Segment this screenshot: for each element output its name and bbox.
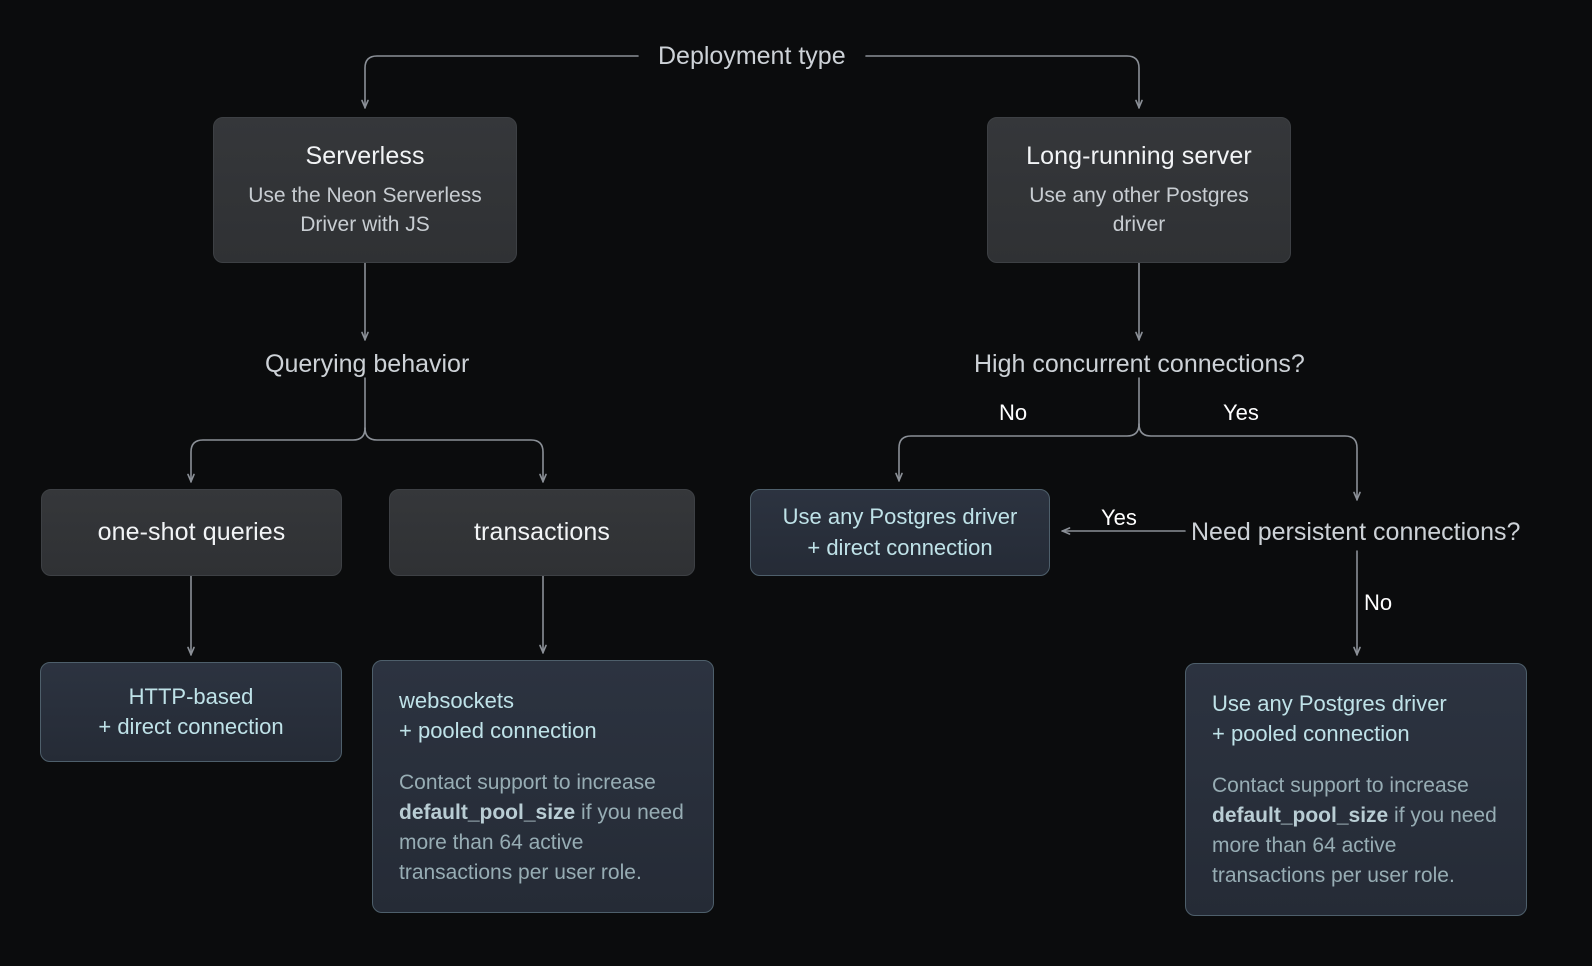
- node-pg-pooled-line2: + pooled connection: [1212, 720, 1410, 746]
- node-transactions-title: transactions: [474, 517, 610, 546]
- edge-querying-to-oneshot: [187, 427, 366, 483]
- label-high-concurrent-connections: High concurrent connections?: [974, 350, 1305, 378]
- node-websockets-note-pre: Contact support to increase: [399, 771, 656, 795]
- node-websockets-line1: websockets: [399, 687, 514, 713]
- node-pg-driver-pooled[interactable]: Use any Postgres driver + pooled connect…: [1185, 663, 1527, 916]
- node-websockets-line2: + pooled connection: [399, 717, 597, 743]
- edge-label-high-concurrent-no: No: [999, 400, 1028, 425]
- node-serverless-body: Serverless Use the Neon Serverless Drive…: [214, 141, 516, 239]
- node-http-direct[interactable]: HTTP-based + direct connection: [40, 662, 342, 762]
- node-http-direct-body: HTTP-based + direct connection: [41, 682, 341, 743]
- node-transactions[interactable]: transactions: [389, 489, 695, 576]
- node-pg-pooled-note-post: if you need more than 64 active transact…: [1212, 804, 1497, 887]
- node-websockets-body: websockets + pooled connection Contact s…: [373, 686, 713, 888]
- node-long-running-title: Long-running server: [1026, 142, 1252, 171]
- label-deployment-type: Deployment type: [658, 42, 846, 70]
- node-pg-pooled-note-pre: Contact support to increase: [1212, 774, 1469, 798]
- node-long-running-body: Long-running server Use any other Postgr…: [988, 141, 1290, 239]
- node-serverless-title: Serverless: [305, 142, 425, 171]
- node-pg-direct-line1: Use any Postgres driver: [782, 504, 1018, 530]
- node-pg-direct-line2: + direct connection: [807, 534, 993, 560]
- edge-label-need-persistent-no: No: [1364, 590, 1393, 615]
- node-serverless[interactable]: Serverless Use the Neon Serverless Drive…: [213, 117, 517, 263]
- edge-querying-to-transactions: [364, 427, 547, 483]
- node-transactions-body: transactions: [390, 517, 694, 548]
- node-one-shot-title: one-shot queries: [97, 517, 286, 546]
- node-pg-driver-direct[interactable]: Use any Postgres driver + direct connect…: [750, 489, 1050, 576]
- edge-label-high-concurrent-yes: Yes: [1223, 400, 1259, 425]
- node-long-running-subtitle: Use any other Postgres driver: [1029, 184, 1249, 236]
- edge-root-to-serverless: [361, 55, 639, 109]
- node-pg-pooled-note: Contact support to increase default_pool…: [1212, 771, 1500, 890]
- label-need-persistent-connections: Need persistent connections?: [1191, 518, 1521, 546]
- node-http-direct-line2: + direct connection: [98, 714, 284, 739]
- node-websockets-note: Contact support to increase default_pool…: [399, 768, 687, 887]
- edge-root-to-long-running: [865, 55, 1143, 109]
- edge-label-need-persistent-yes: Yes: [1101, 505, 1137, 530]
- node-serverless-subtitle: Use the Neon Serverless Driver with JS: [248, 184, 482, 236]
- edge-highconcurrent-no: [895, 423, 1140, 482]
- node-websockets-note-post: if you need more than 64 active transact…: [399, 801, 684, 884]
- node-websockets-note-code: default_pool_size: [399, 801, 576, 825]
- node-pg-direct-body: Use any Postgres driver + direct connect…: [751, 502, 1049, 563]
- label-querying-behavior: Querying behavior: [265, 350, 470, 378]
- node-one-shot-body: one-shot queries: [42, 517, 341, 548]
- node-http-direct-line1: HTTP-based: [128, 683, 254, 709]
- node-pg-pooled-note-code: default_pool_size: [1212, 804, 1389, 828]
- node-pg-pooled-line1: Use any Postgres driver: [1212, 690, 1447, 716]
- node-long-running-server[interactable]: Long-running server Use any other Postgr…: [987, 117, 1291, 263]
- node-one-shot-queries[interactable]: one-shot queries: [41, 489, 342, 576]
- node-pg-pooled-body: Use any Postgres driver + pooled connect…: [1186, 689, 1526, 891]
- node-websockets-pooled[interactable]: websockets + pooled connection Contact s…: [372, 660, 714, 913]
- edge-highconcurrent-yes: [1138, 423, 1361, 501]
